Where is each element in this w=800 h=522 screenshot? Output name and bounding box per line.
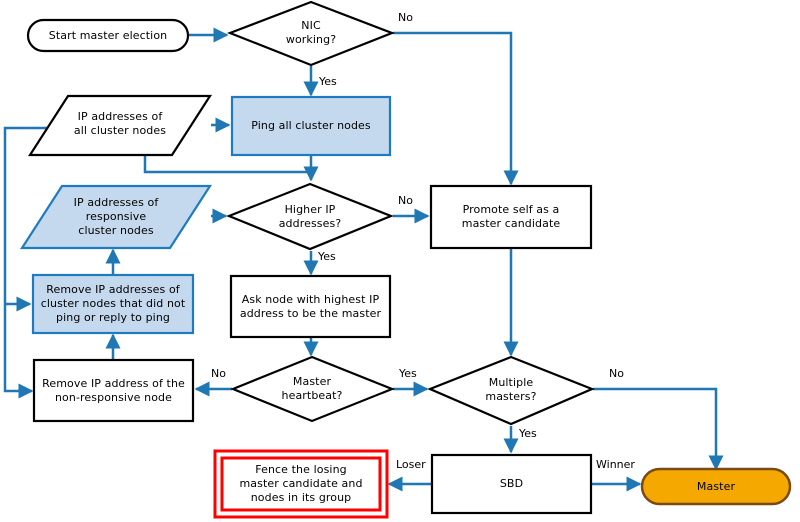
- node-remove-many-process: [31, 273, 195, 335]
- node-ip-responsive-data: [19, 184, 213, 250]
- node-start: [26, 18, 190, 53]
- node-nic-decision: [226, 0, 396, 67]
- node-ip-all-data: [27, 94, 213, 157]
- edge-left-rail-upper: [3, 126, 60, 304]
- node-fence-process: [220, 456, 382, 512]
- node-multiple-masters-decision: [427, 355, 595, 426]
- node-higher-ip-decision: [226, 182, 394, 251]
- node-master-terminator: [640, 467, 792, 506]
- edge-nic-no-to-promote: [393, 31, 519, 186]
- connector-group: [3, 27, 724, 492]
- node-ping-process: [230, 95, 392, 157]
- edge-multiple-no-to-master: [593, 387, 724, 471]
- node-ask-node-process: [229, 274, 392, 339]
- node-remove-one-process: [32, 358, 195, 423]
- edge-rail-to-remove-one: [3, 304, 34, 399]
- node-promote-process: [429, 184, 593, 250]
- edge-ipall-bottom-join: [143, 156, 311, 174]
- node-heartbeat-decision: [230, 355, 395, 423]
- node-sbd-process: [430, 453, 593, 515]
